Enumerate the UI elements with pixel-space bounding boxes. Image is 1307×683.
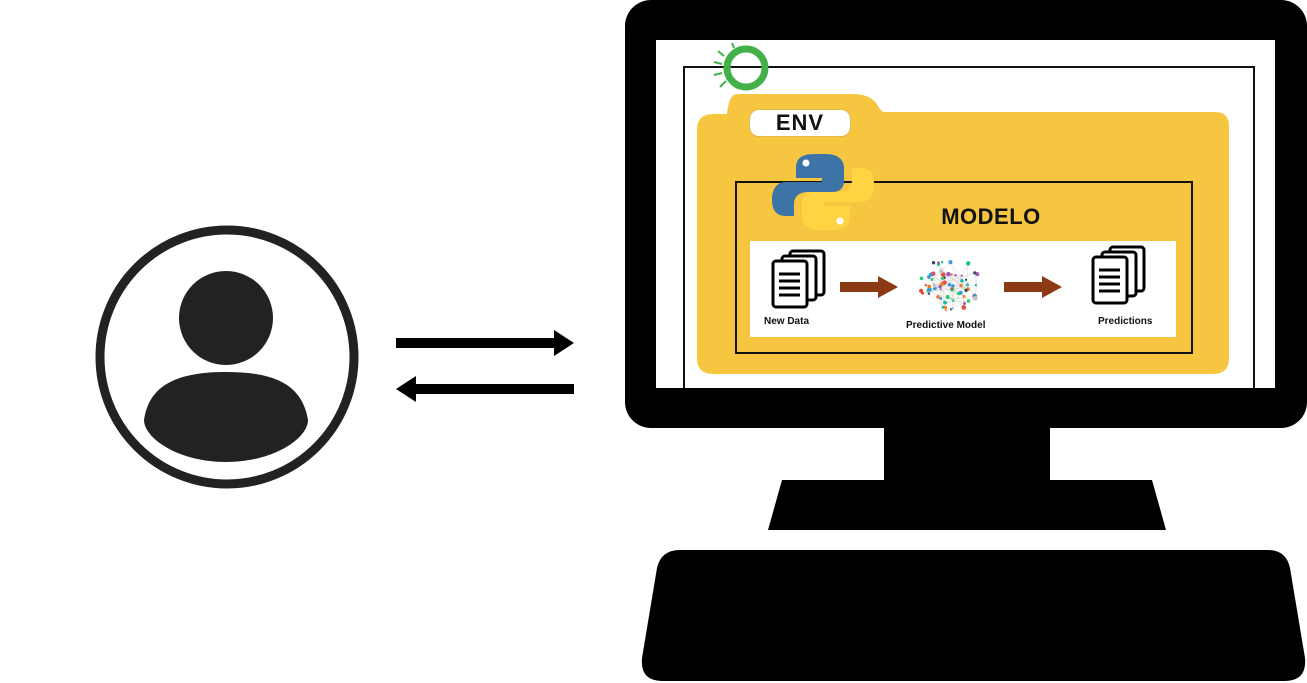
step-label-predictions: Predictions <box>1098 316 1153 327</box>
network-node <box>960 278 964 283</box>
network-node <box>937 261 940 265</box>
keyboard <box>641 550 1306 681</box>
network-node <box>927 275 931 279</box>
network-node <box>949 297 953 300</box>
network-node <box>972 295 978 301</box>
network-node <box>966 261 971 266</box>
conda-ring-icon <box>713 42 769 91</box>
network-node <box>964 288 968 292</box>
network-node <box>963 302 967 305</box>
network-node <box>931 261 936 265</box>
arrow-right-icon <box>840 276 898 298</box>
network-node <box>930 278 934 281</box>
documents-icon <box>771 249 826 309</box>
network-edge <box>928 293 946 308</box>
env-tab: ENV <box>749 109 851 137</box>
network-node <box>939 269 944 274</box>
network-node <box>918 288 924 293</box>
network-node <box>966 283 970 287</box>
network-node <box>940 272 946 277</box>
network-edge <box>921 278 946 311</box>
network-node <box>959 283 963 288</box>
screen-window <box>683 66 1255 388</box>
network-node <box>943 300 947 305</box>
network-node <box>940 276 945 281</box>
network-node <box>940 282 944 287</box>
network-node <box>927 287 932 292</box>
network-node <box>947 261 950 264</box>
monitor-neck <box>884 428 1050 482</box>
bidirectional-arrows-icon <box>396 330 574 402</box>
network-node <box>954 274 957 277</box>
arrow-right-icon <box>1004 276 1062 298</box>
network-node <box>919 276 924 281</box>
network-node <box>927 292 931 295</box>
network-graph-icon <box>918 260 980 312</box>
network-edge <box>942 273 978 308</box>
network-node <box>951 306 955 310</box>
network-edge <box>928 277 945 294</box>
network-node <box>948 260 953 265</box>
network-node <box>974 284 978 287</box>
network-node <box>950 287 954 290</box>
network-node <box>962 294 966 298</box>
network-edge <box>950 263 969 299</box>
network-node <box>945 295 950 300</box>
network-edge <box>933 273 964 308</box>
network-edge <box>951 296 976 299</box>
network-node <box>932 284 936 288</box>
network-edge <box>947 275 962 298</box>
network-node <box>940 261 944 264</box>
network-node <box>960 274 963 277</box>
network-node <box>951 284 955 288</box>
network-node <box>947 283 952 287</box>
network-node <box>956 291 961 296</box>
network-node <box>943 305 948 310</box>
step-label-predictive-model: Predictive Model <box>906 320 986 331</box>
network-node <box>946 271 951 277</box>
user-avatar-icon <box>95 225 359 489</box>
python-logo-icon <box>772 154 874 230</box>
step-label-new-data: New Data <box>764 316 810 327</box>
network-edge <box>943 274 967 291</box>
network-node <box>941 305 945 309</box>
network-node <box>939 288 942 291</box>
network-node <box>950 273 953 276</box>
network-node <box>924 284 927 287</box>
network-node <box>936 295 940 299</box>
model-title: MODELO <box>941 204 1041 229</box>
network-edge <box>948 274 969 290</box>
network-node <box>973 271 977 275</box>
network-edge <box>922 285 976 294</box>
network-edge <box>941 271 969 290</box>
documents-icon <box>1091 245 1146 305</box>
network-edge <box>921 278 965 297</box>
monitor-base <box>768 480 1166 530</box>
network-node <box>944 309 947 312</box>
network-node <box>951 299 955 302</box>
network-edge <box>950 292 961 310</box>
network-node <box>966 299 971 303</box>
network-node <box>929 272 933 277</box>
network-node <box>927 284 932 289</box>
network-node <box>932 282 936 286</box>
network-node <box>961 305 967 310</box>
network-node <box>939 296 943 300</box>
network-edge <box>974 272 977 286</box>
model-panel <box>735 181 1193 354</box>
network-edge <box>942 278 967 291</box>
env-label: ENV <box>775 110 825 135</box>
network-node <box>964 278 968 281</box>
